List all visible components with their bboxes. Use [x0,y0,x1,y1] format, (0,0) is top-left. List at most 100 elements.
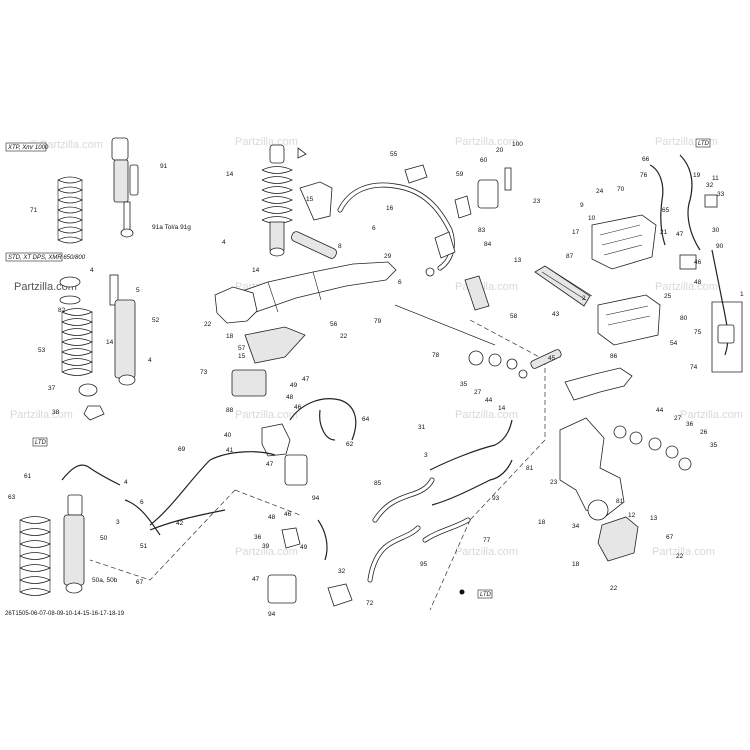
bracket-15 [299,181,333,221]
callout: 37 [48,385,56,392]
watermark-text: Partzilla.com [455,136,518,148]
dashed-guides [89,319,546,611]
callout: 57 [238,345,246,352]
variant-box-ltd-right [695,138,711,148]
callout: 33 [717,191,725,198]
callout: 47 [676,231,684,238]
knuckle [559,417,625,517]
callout: 2 [582,295,586,302]
callout: 6 [372,225,376,232]
link-58 [464,275,490,311]
callout: 42 [176,520,184,527]
callout: 58 [510,313,518,320]
callout: 18 [538,519,546,526]
callout: 47 [266,461,274,468]
callout: 78 [432,352,440,359]
brake-assembly [124,369,357,607]
callout: 46 [694,259,702,266]
callout: 15 [238,353,246,360]
callout: 48 [286,394,294,401]
watermark-text: Partzilla.com [652,546,715,558]
upper-arm-86 [564,367,633,401]
callout: 59 [456,171,464,178]
bearing-44 [613,425,627,439]
callout: 19 [693,172,701,179]
callout: 46 [284,511,292,518]
callout: 45 [548,355,556,362]
drive-shaft-78 [394,304,528,379]
watermark-text: Partzilla.com [10,409,73,421]
callout: 32 [338,568,346,575]
washer-36 [648,437,662,451]
callout: 27 [474,389,482,396]
callout: 22 [204,321,212,328]
callout: 10 [588,215,596,222]
relay-30 [679,254,697,270]
bushing-59 [454,195,472,219]
watermark-text: Partzilla.com [655,281,718,293]
shaft-8 [291,231,337,259]
callout: 18 [572,561,580,568]
callout: 82 [58,307,66,314]
nut-35 [678,457,692,471]
right-center-parts [530,265,692,562]
callout: 84 [484,241,492,248]
callout: 26 [700,429,708,436]
callout: 53 [38,347,46,354]
callout: 67 [136,579,144,586]
module-upper [591,214,657,270]
callout: 91a Tol/a 91g [152,224,191,231]
callout: 74 [690,364,698,371]
callout: 63 [8,494,16,501]
callout: 13 [514,257,522,264]
callout: 72 [366,600,374,607]
callout: 4 [90,267,94,274]
callout: 38 [52,409,60,416]
bushing-38 [83,405,105,421]
callout: 85 [374,480,382,487]
callout: 4 [222,239,226,246]
callout: 50 [100,535,108,542]
callout: 22 [340,333,348,340]
callout: 56 [330,321,338,328]
callout: 8 [338,243,342,250]
callout: 54 [670,340,678,347]
callout: 34 [572,523,580,530]
callout: 83 [478,227,486,234]
sensor-33 [704,194,718,208]
callout: 14 [498,405,506,412]
center-left-parts [214,144,397,364]
callout: 80 [680,315,688,322]
callout: 94 [268,611,276,618]
housing-94b [267,574,297,604]
callout: 4 [124,479,128,486]
nut-14 [518,369,528,379]
washer-44 [506,358,518,370]
callout: 90 [716,243,724,250]
callout: 17 [572,229,580,236]
bearing-35 [468,350,484,366]
seal-27 [488,353,502,367]
callout: 95 [420,561,428,568]
callout: 48 [694,279,702,286]
callout: 30 [712,227,720,234]
callout: 15 [306,196,314,203]
washer-26 [665,445,679,459]
spring-seat-8 [59,295,81,305]
housing-94 [284,454,308,486]
callout: 47 [252,576,260,583]
callout: 48 [268,514,276,521]
callout: 16 [386,205,394,212]
spring-53 [61,308,93,376]
bump-stop-37 [78,383,98,397]
variant-label-std: STD, XT DPS, XMR 650/800 [8,255,86,261]
callout: 39 [262,543,270,550]
callout: 31 [418,424,426,431]
callout: 79 [374,318,382,325]
variant-box-xtp [5,142,47,152]
callout: 64 [362,416,370,423]
callout: 65 [662,207,670,214]
watermark-text: Partzilla.com [235,136,298,148]
callout: 55 [390,151,398,158]
callout: 35 [460,381,468,388]
